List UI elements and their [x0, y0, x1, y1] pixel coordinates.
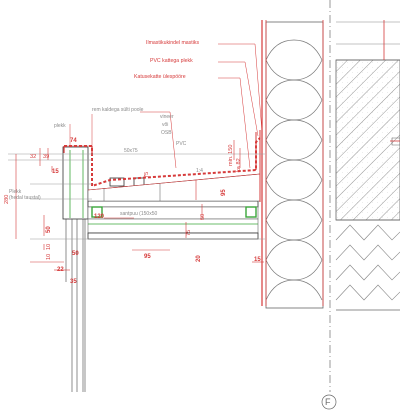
dim-75a: 75 [144, 172, 150, 178]
callout-plekk-side-2: (hedal taustal) [9, 195, 41, 201]
dim-95b: 95 [144, 254, 151, 260]
callout-pvc: PVC [176, 141, 187, 147]
structure-block [335, 21, 400, 311]
callout-vineer-1: vineer [160, 114, 174, 120]
callout-plekk-side-1: Plekk [9, 189, 22, 195]
wall-membrane-lines [261, 20, 385, 306]
callout-plekk-top: plekk [54, 123, 66, 129]
callout-mastic: Ilmastikukindel mastiks [146, 40, 199, 46]
dim-10b: 10 [46, 254, 52, 260]
dimension-lines [15, 140, 264, 271]
dim-35: 35 [70, 279, 77, 285]
leader-lines [69, 43, 263, 169]
dim-22: 22 [57, 267, 64, 273]
wall-insulation [265, 21, 324, 309]
callout-size-50x75: 50x75 [124, 148, 138, 154]
callout-beam: santpuu (150x50 [120, 211, 157, 217]
callout-rim-tilt: rem kaldega sülti poole [92, 107, 144, 113]
callout-pvc-sheet: PVC kattega plekk [150, 58, 193, 64]
dim-ka82: ka 82 [236, 158, 242, 172]
dim-120: 120 [94, 214, 105, 220]
reference-lines [8, 153, 265, 240]
dim-50b: 50 [72, 251, 79, 257]
dim-50c: 50 [200, 214, 206, 220]
dim-50a: 50 [46, 226, 52, 233]
callout-roof-up: Katusekatte ülespööre [134, 74, 186, 80]
dim-20: 20 [196, 255, 202, 262]
dim-min150: min. 150 [228, 145, 234, 166]
support-lines [65, 219, 86, 392]
dim-75b: 75 [186, 230, 192, 236]
dim-15a: 15 [52, 169, 59, 175]
axis-line [321, 0, 337, 410]
dim-15b: 15 [254, 257, 261, 263]
dim-10a: 10 [46, 244, 52, 250]
dim-32: 32 [30, 154, 36, 160]
callout-vineer-3: OSB [161, 130, 172, 136]
axis-label: F [325, 397, 331, 407]
dim-95a: 95 [221, 189, 227, 196]
dim-74: 74 [70, 138, 77, 144]
callout-vineer-2: või [162, 122, 168, 128]
dim-39: 39 [43, 154, 49, 160]
callout-slope: 1:4 [196, 168, 203, 174]
dim-280: 280 [4, 195, 10, 204]
